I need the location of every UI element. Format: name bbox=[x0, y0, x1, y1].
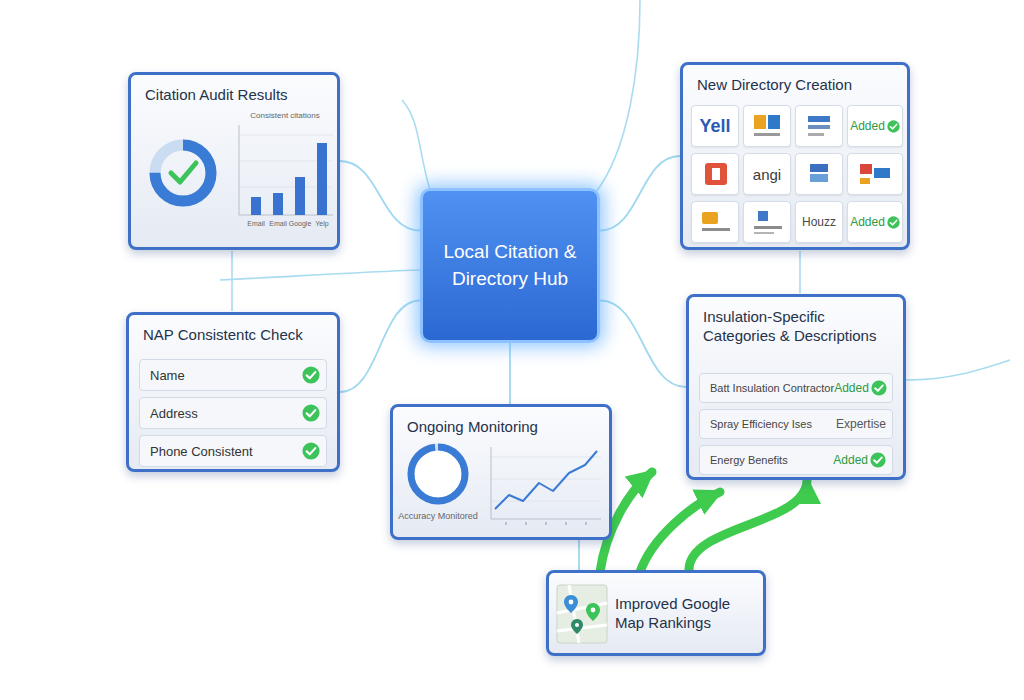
wire bbox=[220, 270, 420, 280]
directory-logo bbox=[848, 154, 902, 194]
connector bbox=[578, 540, 580, 570]
process-panel: Improved Google Map Rankings bbox=[546, 570, 766, 656]
wire bbox=[596, 0, 640, 192]
check-icon bbox=[887, 216, 900, 229]
directory-logo-tile bbox=[795, 153, 843, 195]
process-panel: Insulation-Specific Categories & Descrip… bbox=[686, 294, 906, 480]
chart-label: Email bbox=[265, 220, 291, 227]
directory-logo bbox=[796, 106, 842, 146]
directory-logo bbox=[744, 202, 790, 242]
status-text: Expertise bbox=[836, 417, 886, 431]
check-row: Address bbox=[139, 397, 327, 429]
wire bbox=[402, 100, 430, 190]
directory-logo bbox=[796, 154, 842, 194]
panel-title: Ongoing Monitoring bbox=[407, 418, 599, 437]
check-icon bbox=[870, 452, 886, 468]
directory-logo-tile bbox=[691, 153, 739, 195]
map-thumbnail bbox=[549, 573, 763, 653]
directory-name: Yell bbox=[699, 116, 730, 137]
directory-name: Added bbox=[850, 119, 885, 133]
row-text: Phone Consistent bbox=[150, 444, 253, 459]
growth-arrows bbox=[600, 472, 720, 572]
row-status: Expertise bbox=[836, 417, 886, 431]
process-panel: New Directory CreationYellAddedangiHouzz… bbox=[680, 62, 910, 250]
check-row: Name bbox=[139, 359, 327, 391]
directory-name: Houzz bbox=[802, 215, 836, 229]
category-text: Spray Efficiency Ises bbox=[710, 418, 812, 430]
directory-logo bbox=[744, 106, 790, 146]
chart-label: Yelp bbox=[309, 220, 335, 227]
row-status: Added bbox=[833, 452, 886, 468]
check-icon bbox=[302, 442, 320, 460]
chart-label: Consistent citations bbox=[235, 111, 335, 120]
hub-title: Local Citation & Directory Hub bbox=[437, 239, 583, 292]
check-icon bbox=[302, 404, 320, 422]
wire bbox=[799, 251, 801, 293]
hub-box: Local Citation & Directory Hub bbox=[420, 188, 600, 343]
row-text: Address bbox=[150, 406, 198, 421]
check-icon bbox=[302, 366, 320, 384]
directory-logo-tile bbox=[847, 153, 903, 195]
directory-tile: Added bbox=[847, 105, 903, 147]
directory-name: Added bbox=[850, 215, 885, 229]
wire bbox=[231, 251, 233, 311]
process-panel: Citation Audit ResultsConsistent citatio… bbox=[128, 72, 340, 250]
category-text: Energy Benefits bbox=[710, 454, 788, 466]
growth-arrow bbox=[640, 492, 720, 572]
directory-logo-tile bbox=[795, 105, 843, 147]
chart-label: Accuracy Monitored bbox=[393, 511, 483, 521]
directory-logo-tile bbox=[743, 105, 791, 147]
directory-logo bbox=[692, 202, 738, 242]
connector bbox=[600, 301, 686, 388]
directory-tile: angi bbox=[743, 153, 791, 195]
check-row: Phone Consistent bbox=[139, 435, 327, 467]
category-row: Spray Efficiency Ises Expertise bbox=[699, 409, 893, 439]
directory-tile: Houzz bbox=[795, 201, 843, 243]
check-icon bbox=[871, 380, 887, 396]
check-icon bbox=[887, 120, 900, 133]
growth-arrow bbox=[689, 480, 807, 570]
directory-logo bbox=[692, 154, 738, 194]
directory-tile: Added bbox=[847, 201, 903, 243]
row-status: Added bbox=[834, 380, 887, 396]
status-text: Added bbox=[834, 381, 869, 395]
directory-name: angi bbox=[753, 166, 781, 183]
gauge-circle: 98% bbox=[405, 441, 471, 507]
panel-title: NAP Consistentc Check bbox=[143, 326, 327, 345]
panel-title: Citation Audit Results bbox=[145, 86, 327, 105]
category-row: Batt Insulation ContractorAdded bbox=[699, 373, 893, 403]
category-text: Batt Insulation Contractor bbox=[710, 382, 834, 394]
panel-title: New Directory Creation bbox=[697, 76, 897, 95]
status-text: Added bbox=[833, 453, 868, 467]
wire bbox=[906, 360, 1010, 380]
connector bbox=[509, 343, 511, 404]
connector bbox=[600, 156, 680, 231]
process-panel: NAP Consistentc CheckNameAddressPhone Co… bbox=[126, 312, 340, 472]
directory-logo-tile bbox=[691, 201, 739, 243]
gauge-ring bbox=[405, 441, 471, 507]
connector bbox=[340, 301, 420, 393]
process-panel: Ongoing Monitoring 98% Accuracy Monitored bbox=[390, 404, 612, 540]
connector bbox=[340, 161, 420, 231]
panel-title: Insulation-Specific Categories & Descrip… bbox=[703, 308, 893, 346]
chart-label: Email bbox=[243, 220, 269, 227]
directory-tile: Yell bbox=[691, 105, 739, 147]
directory-logo-tile bbox=[743, 201, 791, 243]
row-text: Name bbox=[150, 368, 185, 383]
category-row: Energy Benefits Added bbox=[699, 445, 893, 475]
panel-title: Improved Google Map Rankings bbox=[615, 595, 753, 633]
chart-label: Google bbox=[287, 220, 313, 227]
